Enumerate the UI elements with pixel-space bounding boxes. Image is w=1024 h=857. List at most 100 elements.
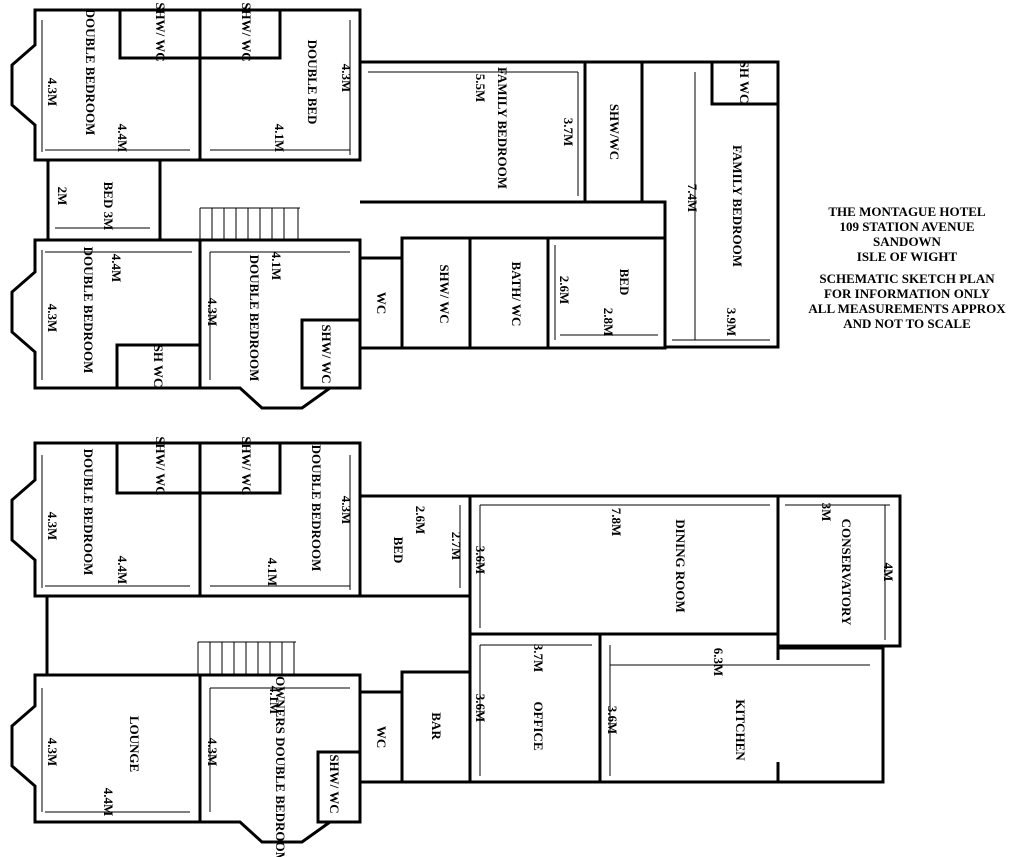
disclaimer-line-2: FOR INFORMATION ONLY [823, 286, 991, 301]
room-width: 2.7M [449, 532, 464, 561]
room-width: 4.4M [101, 788, 116, 817]
hotel-name: THE MONTAGUE HOTEL [828, 204, 986, 219]
room-name: DOUBLE BED [305, 40, 320, 125]
ensuite-label: SHW/ WC [239, 2, 254, 61]
room-name: BED [617, 269, 632, 296]
room-length: 3M [819, 503, 834, 522]
room-length: 7.8M [609, 508, 624, 537]
upper-dimension-lines [41, 20, 770, 380]
room-length: 2.6M [413, 506, 428, 535]
disclaimer-line-4: AND NOT TO SCALE [843, 316, 971, 331]
upper-room-1: DOUBLE BEDROOM 4.3M 4.4M SHW/ WC [45, 2, 168, 152]
ensuite-label: SHW/ WC [153, 436, 168, 495]
ensuite-label: SH WC [737, 61, 752, 104]
upper-room-6: BED 3M 2M [55, 182, 116, 231]
room-width: 4.4M [109, 254, 124, 283]
room-length: 4.3M [45, 512, 60, 541]
room-name: BED 3M [101, 182, 116, 231]
ground-dimension-lines [41, 455, 890, 813]
ground-room-8: WC [374, 726, 389, 748]
room-name: BAR [429, 712, 444, 740]
room-name: LOUNGE [127, 716, 142, 772]
ground-room-1: DOUBLE BEDROOM 4.3M 4.4M SHW/ WC [45, 436, 168, 584]
room-name: FAMILY BEDROOM [730, 145, 745, 267]
upper-room-11: BATH/ WC [509, 262, 524, 327]
room-width: 3.6M [605, 706, 620, 735]
ground-room-11: KITCHEN 6.3M 3.6M [605, 648, 748, 762]
room-width: 3.9M [724, 308, 739, 337]
room-name: SHW/WC [607, 104, 622, 160]
address-street: 109 STATION AVENUE [839, 219, 975, 234]
room-name: DOUBLE BEDROOM [247, 255, 262, 382]
disclaimer-line-3: ALL MEASUREMENTS APPROX [808, 301, 1006, 316]
upper-room-12: BED 2.6M 2.8M [557, 269, 632, 337]
room-length: 3.7M [531, 644, 546, 673]
room-name: WC [374, 726, 389, 748]
ensuite-label: SH WC [151, 345, 166, 388]
disclaimer-line-1: SCHEMATIC SKETCH PLAN [819, 271, 995, 286]
room-width: 4.1M [272, 124, 287, 153]
ground-room-10: OFFICE 3.7M 3.6M [473, 644, 546, 751]
room-width: 4.3M [205, 738, 220, 767]
room-name: WC [374, 292, 389, 314]
room-length: 4.3M [205, 298, 220, 327]
room-name: DOUBLE BEDROOM [83, 9, 98, 136]
room-name: SHW/ WC [437, 264, 452, 323]
room-name: CONSERVATORY [839, 519, 854, 626]
room-name: BED [391, 537, 406, 564]
room-width: 4.1M [269, 252, 284, 281]
ground-stairs [197, 641, 296, 675]
room-width: 3.6M [473, 546, 488, 575]
room-length: 2.6M [557, 276, 572, 305]
room-name: DOUBLE BEDROOM [81, 247, 96, 374]
ground-floor-walls [10, 441, 902, 844]
room-width: 2.8M [601, 308, 616, 337]
room-length: 4.3M [45, 78, 60, 107]
room-length: 4.3M [45, 738, 60, 767]
room-length: 4.3M [339, 64, 354, 93]
plan-title-block: THE MONTAGUE HOTEL 109 STATION AVENUE SA… [790, 204, 1024, 331]
ground-room-9: BAR [429, 712, 444, 740]
upper-room-9: WC [374, 292, 389, 314]
room-width: 3.6M [473, 694, 488, 723]
room-name: DOUBLE BEDROOM [309, 445, 324, 572]
upper-room-2: DOUBLE BED 4.3M 4.1M SHW/ WC [239, 2, 354, 152]
upper-room-10: SHW/ WC [437, 264, 452, 323]
upper-room-7: DOUBLE BEDROOM 4.3M 4.4M SH WC [45, 247, 166, 388]
room-width: 4.4M [115, 556, 130, 585]
ground-room-7: OWNERS DOUBLE BEDROOM 4.1M 4.3M SHW/ WC [205, 676, 342, 857]
ground-room-6: LOUNGE 4.3M 4.4M [45, 716, 142, 816]
ensuite-label: SHW/ WC [153, 2, 168, 61]
room-name: OWNERS DOUBLE BEDROOM [273, 676, 288, 857]
room-width: 4.1M [265, 558, 280, 587]
upper-room-5: FAMILY BEDROOM 7.4M 3.9M SH WC [685, 61, 752, 337]
room-name: DOUBLE BEDROOM [81, 449, 96, 576]
upper-room-3: FAMILY BEDROOM 5.5M 3.7M [473, 67, 576, 189]
room-name: OFFICE [531, 701, 546, 750]
room-length: 4.3M [339, 496, 354, 525]
ground-room-4: DINING ROOM 7.8M 3.6M [473, 508, 688, 613]
upper-room-4: SHW/WC [607, 104, 622, 160]
ensuite-label: SHW/ WC [239, 436, 254, 495]
room-length: 4.1M [267, 686, 282, 715]
room-length: 5.5M [473, 74, 488, 103]
room-width: 3.7M [561, 118, 576, 147]
ground-room-2: DOUBLE BEDROOM 4.3M 4.1M SHW/ WC [239, 436, 354, 586]
room-name: KITCHEN [733, 699, 748, 761]
address-region: ISLE OF WIGHT [856, 249, 958, 264]
upper-stairs [199, 207, 300, 240]
ground-room-5: CONSERVATORY 3M 4M [819, 503, 896, 626]
ground-room-3: BED 2.6M 2.7M [391, 506, 464, 564]
room-length: 4.3M [45, 304, 60, 333]
upper-floor-walls [10, 8, 780, 410]
room-name: DINING ROOM [673, 519, 688, 613]
room-length: 6.3M [711, 648, 726, 677]
room-length: 2M [55, 187, 70, 206]
room-width: 4.4M [115, 124, 130, 153]
upper-room-8: DOUBLE BEDROOM 4.3M 4.1M SHW/ WC [205, 252, 334, 384]
ensuite-label: SHW/ WC [327, 754, 342, 813]
room-length: 7.4M [685, 184, 700, 213]
ensuite-label: SHW/ WC [319, 324, 334, 383]
room-name: FAMILY BEDROOM [495, 67, 510, 189]
